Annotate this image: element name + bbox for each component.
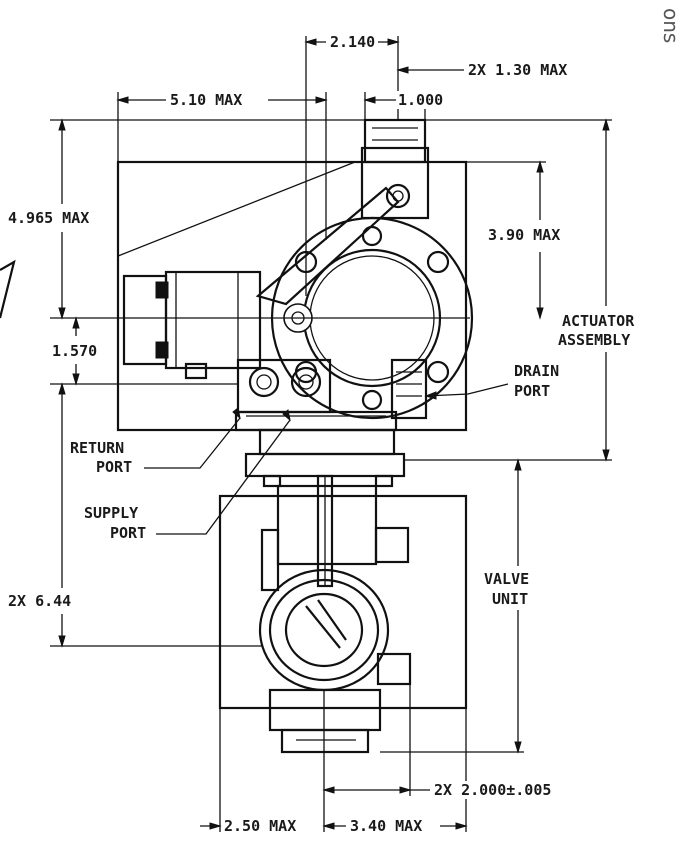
dim-2140: 2.140 bbox=[330, 33, 375, 51]
dim-4-965-max: 4.965 MAX bbox=[8, 209, 89, 227]
dimension-lines bbox=[50, 36, 612, 832]
label-actuator: ACTUATOR bbox=[562, 312, 635, 330]
dim-5-10-max: 5.10 MAX bbox=[170, 91, 242, 109]
dim-1570: 1.570 bbox=[52, 342, 97, 360]
dim-2-50-max: 2.50 MAX bbox=[224, 817, 296, 835]
arrowheads bbox=[58, 38, 610, 830]
label-supply-port: PORT bbox=[110, 524, 146, 542]
dim-3-40-max: 3.40 MAX bbox=[350, 817, 422, 835]
label-return: RETURN bbox=[70, 439, 124, 457]
label-assembly: ASSEMBLY bbox=[558, 331, 630, 349]
label-unit: UNIT bbox=[492, 590, 528, 608]
dim-3-90-max: 3.90 MAX bbox=[488, 226, 560, 244]
actuator-body bbox=[116, 118, 474, 588]
dim-1000: 1.000 bbox=[398, 91, 443, 109]
dim-6-44: 2X 6.44 bbox=[8, 592, 71, 610]
edge-text: ons bbox=[659, 8, 681, 43]
label-return-port: PORT bbox=[96, 458, 132, 476]
label-drain: DRAIN bbox=[514, 362, 559, 380]
valve-body bbox=[218, 484, 468, 754]
edge-fragment bbox=[0, 259, 16, 319]
label-valve: VALVE bbox=[484, 570, 529, 588]
dim-1-30-max: 2X 1.30 MAX bbox=[468, 61, 567, 79]
label-drain-port: PORT bbox=[514, 382, 550, 400]
dim-2-000: 2X 2.000±.005 bbox=[434, 781, 551, 799]
label-supply: SUPPLY bbox=[84, 504, 138, 522]
